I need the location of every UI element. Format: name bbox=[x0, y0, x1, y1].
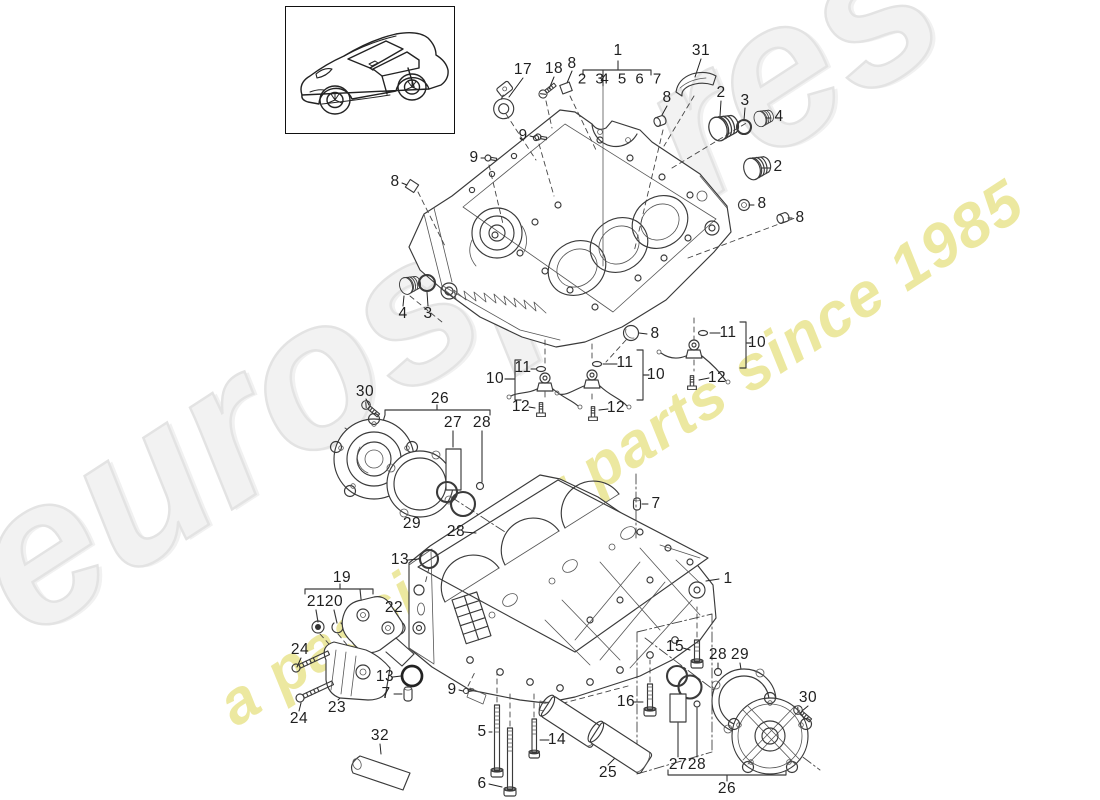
bolt-part-18 bbox=[536, 80, 559, 101]
callout-9[interactable]: 9 bbox=[518, 127, 528, 144]
upper-crankcase-illustration bbox=[408, 109, 732, 348]
seal-cover-assembly-left bbox=[329, 398, 485, 518]
callout-26[interactable]: 26 bbox=[717, 780, 737, 797]
callout-29[interactable]: 29 bbox=[730, 646, 750, 663]
callout-16[interactable]: 16 bbox=[616, 693, 636, 710]
callout-18[interactable]: 18 bbox=[544, 60, 564, 77]
callout-24[interactable]: 24 bbox=[290, 641, 310, 658]
callout-12[interactable]: 12 bbox=[707, 369, 727, 386]
pad-part-32 bbox=[350, 755, 411, 791]
knock-sensor-part-17 bbox=[493, 80, 515, 120]
callout-9[interactable]: 9 bbox=[469, 149, 479, 166]
callout-1[interactable]: 1 bbox=[613, 42, 623, 59]
callout-17[interactable]: 17 bbox=[513, 61, 533, 78]
car-sketch-icon bbox=[300, 31, 449, 115]
callout-30[interactable]: 30 bbox=[355, 383, 375, 400]
dowel-part-8b bbox=[652, 114, 668, 128]
callout-2[interactable]: 2 bbox=[773, 158, 783, 175]
screw-plug-part-4a bbox=[751, 106, 776, 129]
callout-7[interactable]: 7 bbox=[651, 495, 661, 512]
callout-brackets bbox=[304, 60, 787, 782]
callout-12[interactable]: 12 bbox=[511, 398, 531, 415]
callout-4567[interactable]: 4 5 6 7 bbox=[600, 70, 664, 88]
callout-11[interactable]: 11 bbox=[514, 359, 532, 376]
callout-21[interactable]: 21 bbox=[306, 593, 326, 610]
seal-ring-part-8c bbox=[737, 198, 751, 212]
seal-cover-assembly-right bbox=[665, 664, 814, 775]
callout-27[interactable]: 27 bbox=[668, 756, 688, 773]
callout-1[interactable]: 1 bbox=[723, 570, 733, 587]
oil-squirter-middle bbox=[554, 360, 632, 422]
callout-leader-lines bbox=[296, 58, 809, 788]
callout-28[interactable]: 28 bbox=[472, 414, 492, 431]
callout-15[interactable]: 15 bbox=[665, 638, 685, 655]
callout-3[interactable]: 3 bbox=[423, 305, 433, 322]
bolt-part-16 bbox=[643, 683, 657, 717]
o-ring-part-13a bbox=[418, 548, 440, 570]
bolt-part-15 bbox=[690, 639, 704, 669]
o-ring-part-3a bbox=[735, 118, 753, 136]
bearing-shell-part-31 bbox=[675, 71, 717, 97]
lower-crankcase-illustration bbox=[408, 474, 717, 714]
bolt-part-14 bbox=[528, 718, 541, 759]
callout-8[interactable]: 8 bbox=[650, 325, 660, 342]
vehicle-thumbnail bbox=[285, 6, 455, 134]
sleeve-part-7b bbox=[632, 497, 642, 511]
callout-12[interactable]: 12 bbox=[606, 399, 626, 416]
callout-8[interactable]: 8 bbox=[662, 89, 672, 106]
callout-30[interactable]: 30 bbox=[798, 689, 818, 706]
plug-part-8e bbox=[404, 178, 420, 194]
callout-13[interactable]: 13 bbox=[375, 668, 395, 685]
callout-25[interactable]: 25 bbox=[598, 764, 618, 781]
o-ring-part-13b bbox=[400, 664, 424, 688]
dowel-sleeves-part-25 bbox=[538, 694, 653, 774]
sleeve-part-7a bbox=[403, 686, 413, 702]
callout-32[interactable]: 32 bbox=[370, 727, 390, 744]
callout-19[interactable]: 19 bbox=[332, 569, 352, 586]
callout-10[interactable]: 10 bbox=[646, 366, 666, 383]
cap-part-8f bbox=[622, 324, 640, 342]
bolt-part-6 bbox=[503, 727, 517, 797]
callout-2[interactable]: 2 bbox=[716, 84, 726, 101]
callout-22[interactable]: 22 bbox=[384, 599, 404, 616]
callout-8[interactable]: 8 bbox=[795, 209, 805, 226]
callout-10[interactable]: 10 bbox=[747, 334, 767, 351]
callout-13[interactable]: 13 bbox=[390, 551, 410, 568]
callout-11[interactable]: 11 bbox=[719, 324, 737, 341]
callout-31[interactable]: 31 bbox=[691, 42, 711, 59]
callout-26[interactable]: 26 bbox=[430, 390, 450, 407]
screw-plug-part-2b bbox=[740, 152, 775, 183]
callout-4[interactable]: 4 bbox=[774, 108, 784, 125]
callout-23[interactable]: 2 3 bbox=[577, 70, 607, 88]
bolt-part-5 bbox=[490, 704, 504, 778]
callout-14[interactable]: 14 bbox=[547, 731, 567, 748]
callout-27[interactable]: 27 bbox=[443, 414, 463, 431]
callout-5[interactable]: 5 bbox=[477, 723, 487, 740]
callout-28[interactable]: 28 bbox=[708, 646, 728, 663]
callout-7[interactable]: 7 bbox=[381, 685, 391, 702]
callout-3[interactable]: 3 bbox=[740, 92, 750, 109]
callout-20[interactable]: 20 bbox=[324, 593, 344, 610]
callout-29[interactable]: 29 bbox=[402, 515, 422, 532]
plug-part-8a bbox=[559, 81, 573, 95]
callout-10[interactable]: 10 bbox=[485, 370, 505, 387]
oil-squirter-left bbox=[506, 365, 583, 418]
callout-28[interactable]: 28 bbox=[446, 523, 466, 540]
callout-8[interactable]: 8 bbox=[567, 55, 577, 72]
o-ring-part-3b bbox=[417, 273, 437, 293]
callout-6[interactable]: 6 bbox=[477, 775, 487, 792]
callout-9[interactable]: 9 bbox=[447, 681, 457, 698]
callout-8[interactable]: 8 bbox=[390, 173, 400, 190]
callout-28[interactable]: 28 bbox=[687, 756, 707, 773]
callout-23[interactable]: 23 bbox=[327, 699, 347, 716]
oil-squirter-right bbox=[656, 329, 731, 391]
callout-8[interactable]: 8 bbox=[757, 195, 767, 212]
bracket-assembly-19-24 bbox=[291, 596, 415, 703]
callout-4[interactable]: 4 bbox=[398, 305, 408, 322]
callout-11[interactable]: 11 bbox=[616, 354, 634, 371]
callout-24[interactable]: 24 bbox=[289, 710, 309, 727]
